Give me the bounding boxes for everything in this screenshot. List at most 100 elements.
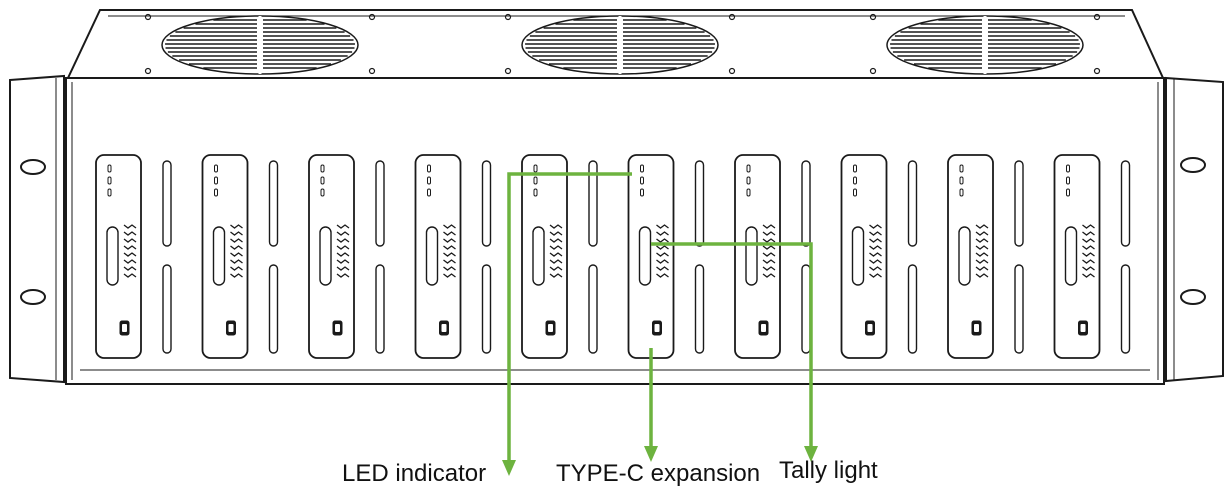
connector-pin [762, 224, 776, 229]
fan-vent-1 [144, 13, 376, 75]
card-slot [425, 226, 439, 286]
connector-pin [975, 231, 989, 236]
connector-pin [1082, 273, 1095, 278]
screw [504, 67, 512, 75]
connector-pin [975, 245, 989, 250]
connector-pin [336, 224, 350, 229]
connector-pin [230, 224, 243, 229]
led-dot [320, 188, 325, 197]
connector-pin [975, 273, 989, 278]
connector-pin [762, 238, 776, 243]
connector-pin [336, 238, 350, 243]
connector-pin [230, 273, 243, 278]
connector-pin [549, 266, 563, 271]
connector-pin [762, 245, 776, 250]
connector-pin [869, 266, 882, 271]
led-dot [214, 176, 218, 185]
led-dot [746, 164, 751, 173]
led-dot [1066, 188, 1070, 197]
connector-pin [443, 259, 456, 264]
module-slot-1 [95, 154, 172, 359]
led-dot [107, 176, 112, 185]
module-slot-10 [1053, 154, 1131, 359]
vent-slot-upper [162, 160, 172, 247]
vent-slot-upper [375, 160, 385, 247]
type-c-expansion-label: TYPE-C expansion [556, 460, 761, 487]
module-slots [95, 154, 1131, 359]
card-slot [106, 226, 119, 286]
connector-pin [869, 231, 882, 236]
led-dot [746, 188, 751, 197]
led-dot [533, 164, 538, 173]
vent-slot-upper [694, 160, 705, 247]
led-dot [959, 176, 964, 185]
card-slot [958, 226, 971, 286]
screw [144, 13, 152, 21]
connector-pin [656, 238, 669, 243]
card-slot [212, 226, 226, 286]
led-indicator-label: LED indicator [342, 460, 487, 487]
connector-pin [762, 259, 776, 264]
tally-light-arrowhead [804, 446, 818, 462]
connector-pin [443, 238, 456, 243]
vent-slot-lower [588, 264, 598, 354]
type-c-port-inner [654, 324, 660, 332]
screw [1093, 67, 1101, 75]
type-c-port-inner [761, 324, 766, 332]
vent-slot-upper [907, 160, 918, 247]
connector-pin [1082, 266, 1095, 271]
led-indicator-leader [507, 172, 632, 462]
led-dot [853, 188, 857, 197]
type-c-arrowhead [644, 446, 658, 462]
led-dot [320, 176, 325, 185]
card-slot [1064, 226, 1078, 286]
led-indicator-arrowhead [502, 460, 516, 476]
module-slot-3 [308, 154, 385, 359]
connector-pin [123, 231, 137, 236]
module-slot-7 [734, 154, 811, 359]
connector-pin [1082, 224, 1095, 229]
type-c-port-inner [867, 324, 873, 332]
type-c-port-inner [122, 324, 127, 332]
screw [504, 13, 512, 21]
vent-slot-lower [801, 264, 811, 354]
callout-lines [502, 172, 818, 476]
tally-light-label: Tally light [779, 457, 878, 484]
connector-pin [869, 224, 882, 229]
connector-pin [975, 252, 989, 257]
module-slot-4 [414, 154, 492, 359]
connector-pin [549, 238, 563, 243]
left-rack-ear [9, 74, 65, 384]
connector-pin [123, 245, 137, 250]
connector-pin [975, 259, 989, 264]
connector-pin [230, 259, 243, 264]
connector-pin [336, 231, 350, 236]
screw [869, 67, 877, 75]
led-dot [640, 176, 644, 185]
connector-pin [549, 273, 563, 278]
screw [869, 13, 877, 21]
led-dot [427, 164, 431, 173]
module-slot-9 [947, 154, 1024, 359]
card-slot [745, 226, 758, 286]
led-dot [959, 164, 964, 173]
connector-pin [549, 224, 563, 229]
screw [1093, 13, 1101, 21]
connector-pin [549, 231, 563, 236]
connector-pin [656, 252, 669, 257]
led-dot [853, 176, 857, 185]
screw [144, 67, 152, 75]
vent-slot-lower [1014, 264, 1024, 354]
connector-pin [123, 238, 137, 243]
connector-pin [1082, 259, 1095, 264]
connector-pin [230, 238, 243, 243]
led-dot [746, 176, 751, 185]
connector-pin [975, 238, 989, 243]
connector-pin [443, 266, 456, 271]
vent-slot-lower [268, 264, 279, 354]
connector-pin [123, 266, 137, 271]
connector-pin [336, 266, 350, 271]
led-dot [214, 164, 218, 173]
connector-pin [230, 266, 243, 271]
led-dot [107, 164, 112, 173]
